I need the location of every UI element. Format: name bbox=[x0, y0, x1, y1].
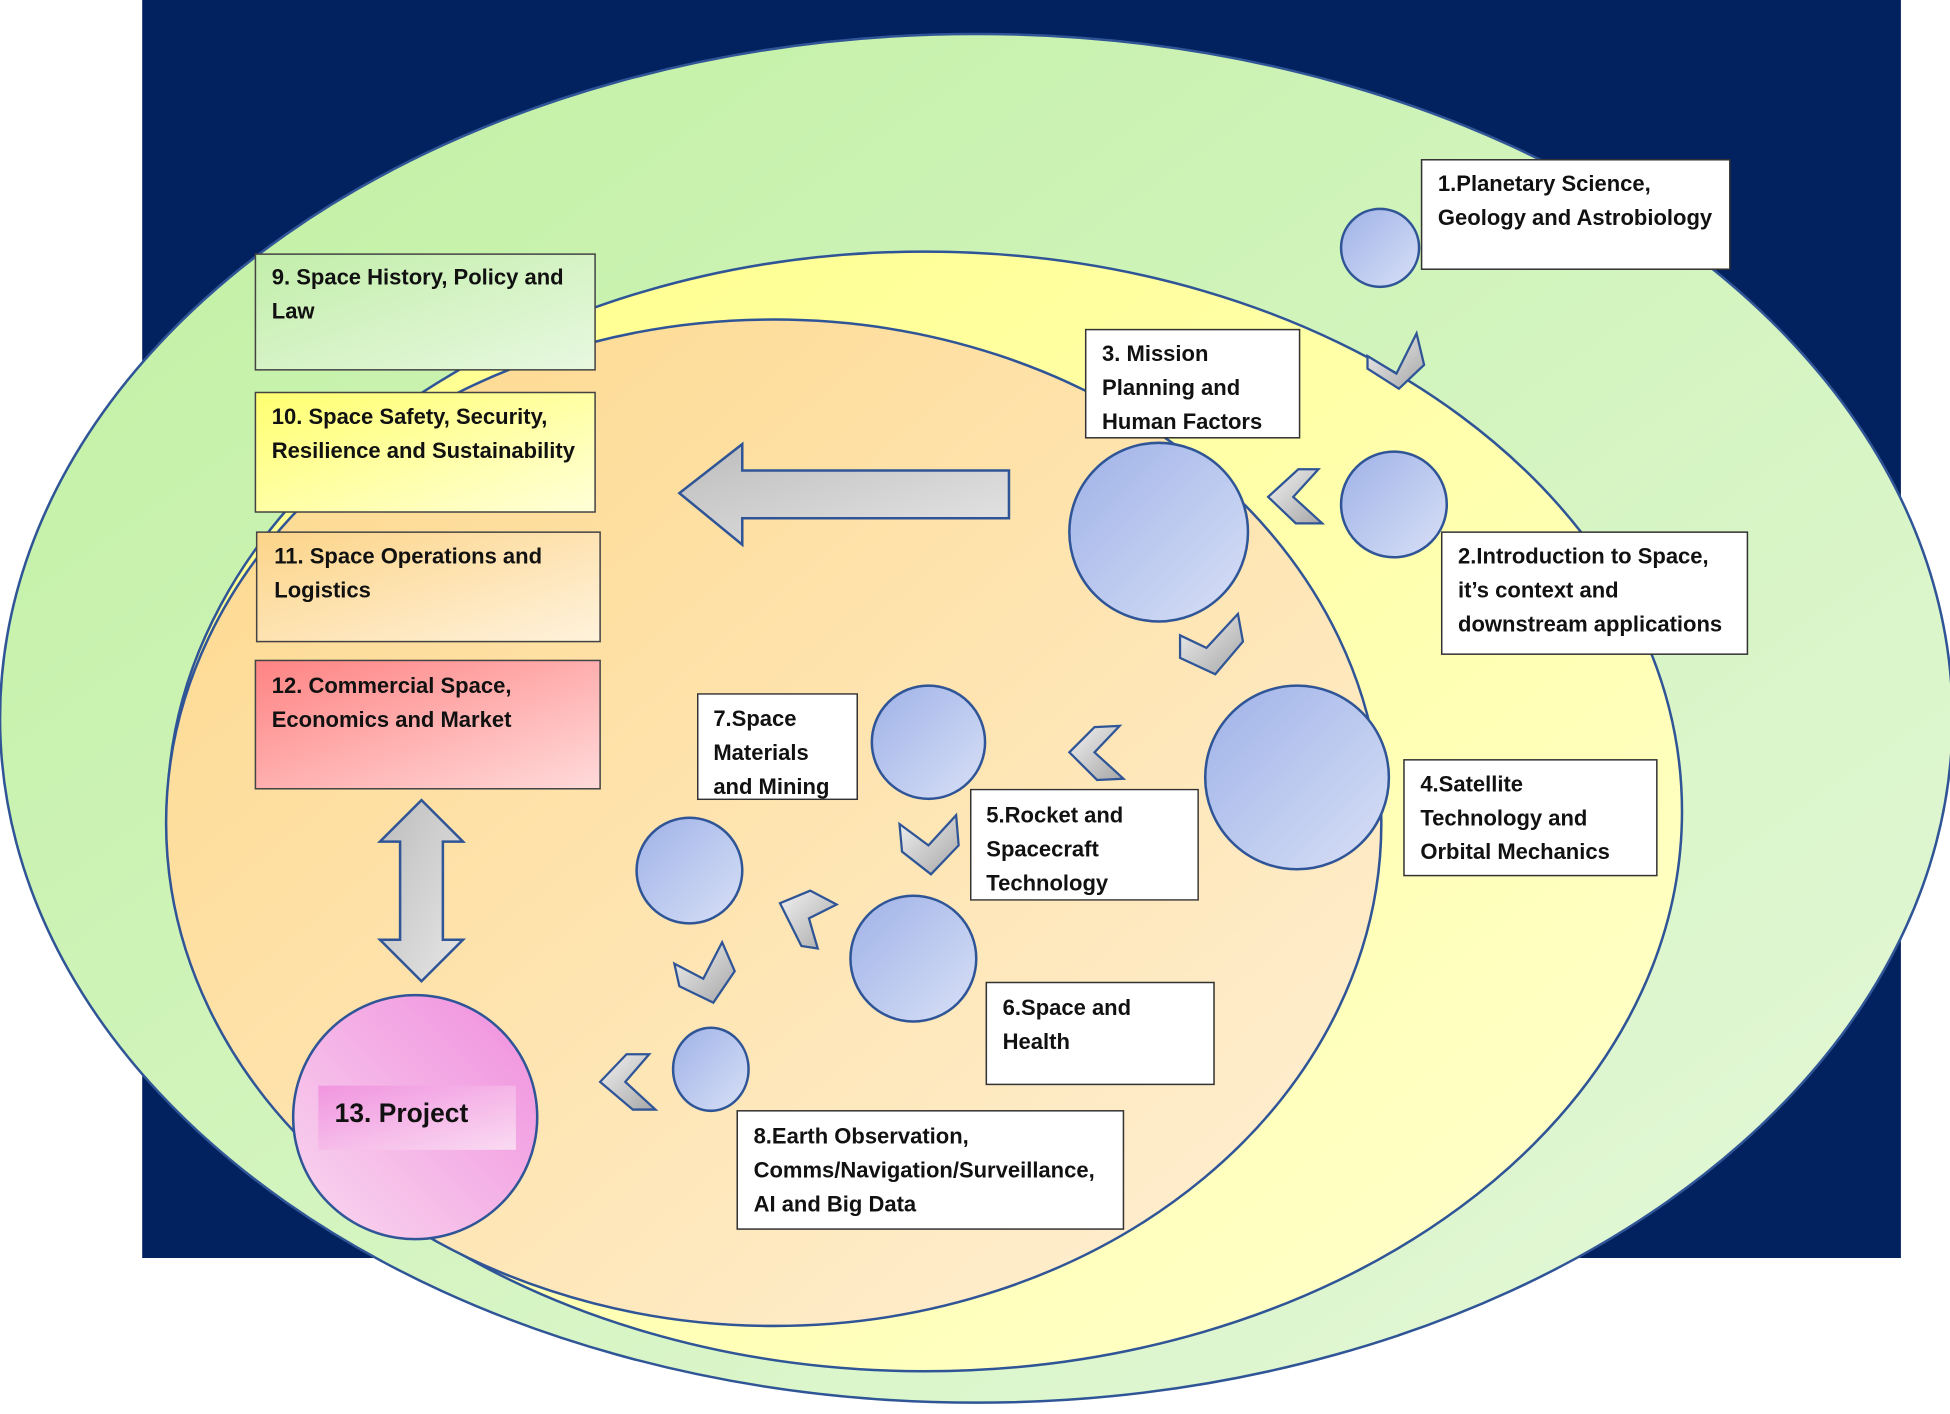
module-4-line-3: Orbital Mechanics bbox=[1420, 839, 1610, 864]
node-circle-2[interactable] bbox=[1339, 450, 1449, 559]
module-8-line-3: AI and Big Data bbox=[754, 1191, 917, 1216]
chevron-arrow-2-to-3 bbox=[1266, 468, 1326, 525]
module-box-2[interactable]: 2.Introduction to Space, it’s context an… bbox=[1440, 531, 1749, 655]
module-12-line-2: Economics and Market bbox=[272, 707, 512, 732]
project-label: 13. Project bbox=[335, 1098, 469, 1128]
module-3-line-1: 3. Mission bbox=[1102, 341, 1208, 366]
module-box-4[interactable]: 4.Satellite Technology and Orbital Mecha… bbox=[1403, 759, 1658, 877]
module-3-line-2: Planning and bbox=[1102, 375, 1240, 400]
module-2-line-1: 2.Introduction to Space, bbox=[1458, 544, 1709, 569]
module-11-line-2: Logistics bbox=[274, 578, 371, 603]
module-box-3[interactable]: 3. Mission Planning and Human Factors bbox=[1084, 328, 1301, 439]
module-5-line-1: 5.Rocket and bbox=[986, 803, 1123, 828]
module-11-line-1: 11. Space Operations and bbox=[274, 544, 542, 569]
node-circle-8[interactable] bbox=[671, 1026, 750, 1113]
module-3-line-3: Human Factors bbox=[1102, 409, 1262, 434]
project-label-box bbox=[318, 1085, 516, 1150]
module-2-line-3: downstream applications bbox=[1458, 612, 1722, 637]
module-4-line-2: Technology and bbox=[1420, 805, 1587, 830]
module-12-line-1: 12. Commercial Space, bbox=[272, 673, 512, 698]
double-vertical-arrow bbox=[376, 798, 467, 984]
module-5-line-2: Spacecraft bbox=[986, 837, 1099, 862]
module-4-line-1: 4.Satellite bbox=[1420, 771, 1523, 796]
module-6-line-1: 6.Space and bbox=[1003, 995, 1131, 1020]
module-box-9[interactable]: 9. Space History, Policy and Law bbox=[254, 253, 596, 371]
chevron-arrow-5-to-6 bbox=[898, 812, 960, 876]
node-circle-5[interactable] bbox=[870, 684, 987, 801]
module-1-line-1: 1.Planetary Science, bbox=[1438, 171, 1651, 196]
module-box-7[interactable]: 7.Space Materials and Mining bbox=[696, 693, 859, 801]
chevron-arrow-1-to-2 bbox=[1366, 330, 1426, 391]
chevron-arrow-7-to-8 bbox=[672, 939, 737, 1005]
module-box-11[interactable]: 11. Space Operations and Logistics bbox=[255, 531, 601, 643]
big-left-arrow bbox=[677, 441, 1011, 548]
module-6-line-2: Health bbox=[1003, 1029, 1070, 1054]
module-10-line-1: 10. Space Safety, Security, bbox=[272, 404, 548, 429]
chevron-arrow-8-to-13 bbox=[598, 1053, 659, 1111]
chevron-arrow-4-to-5 bbox=[1067, 724, 1127, 782]
module-7-line-1: 7.Space bbox=[713, 706, 796, 731]
module-9-line-2: Law bbox=[272, 298, 316, 323]
module-box-1[interactable]: 1.Planetary Science, Geology and Astrobi… bbox=[1420, 159, 1731, 270]
module-box-8[interactable]: 8.Earth Observation, Comms/Navigation/Su… bbox=[736, 1110, 1125, 1230]
module-7-line-2: Materials bbox=[713, 740, 808, 765]
node-circle-3[interactable] bbox=[1068, 441, 1250, 623]
module-box-12[interactable]: 12. Commercial Space, Economics and Mark… bbox=[254, 659, 601, 790]
module-box-5[interactable]: 5.Rocket and Spacecraft Technology bbox=[969, 788, 1199, 901]
module-5-line-3: Technology bbox=[986, 871, 1109, 896]
module-2-line-2: it’s context and bbox=[1458, 578, 1619, 603]
module-box-6[interactable]: 6.Space and Health bbox=[985, 981, 1215, 1086]
module-8-line-2: Comms/Navigation/Surveillance, bbox=[754, 1157, 1095, 1182]
module-1-line-2: Geology and Astrobiology bbox=[1438, 205, 1713, 230]
module-9-line-1: 9. Space History, Policy and bbox=[272, 264, 564, 289]
node-circle-7[interactable] bbox=[635, 816, 744, 925]
module-8-line-1: 8.Earth Observation, bbox=[754, 1124, 969, 1149]
chevron-arrow-3-to-4 bbox=[1178, 611, 1245, 676]
node-circle-6[interactable] bbox=[849, 894, 978, 1023]
chevron-arrow-6-to-7 bbox=[778, 889, 840, 950]
node-circle-1[interactable] bbox=[1339, 207, 1421, 289]
node-circle-4[interactable] bbox=[1203, 684, 1391, 871]
module-10-line-2: Resilience and Sustainability bbox=[272, 438, 576, 463]
module-box-10[interactable]: 10. Space Safety, Security, Resilience a… bbox=[254, 391, 596, 513]
module-7-line-3: and Mining bbox=[713, 774, 829, 799]
